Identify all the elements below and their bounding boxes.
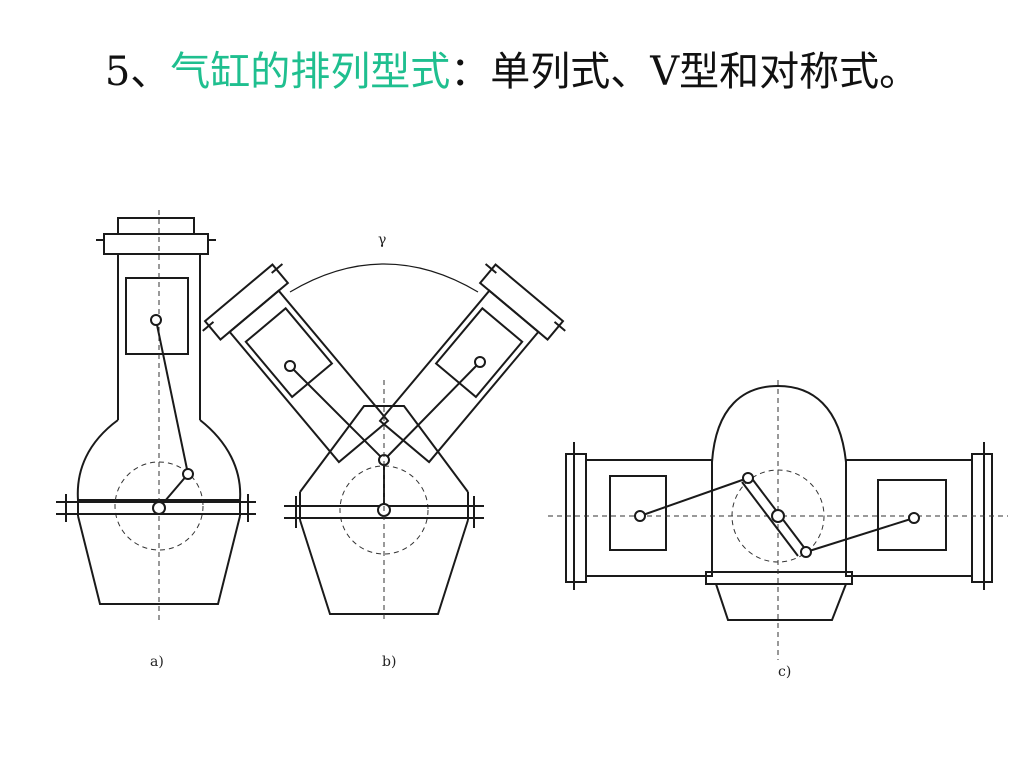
caption-c: c) <box>778 664 791 680</box>
title-rest: ：单列式、V型和对称式。 <box>450 49 920 95</box>
v-type-compressor: γ <box>202 232 566 670</box>
symmetric-compressor: c) <box>548 380 1008 680</box>
cylinder-arrangement-diagram: a) γ <box>56 210 1008 680</box>
title-prefix: 5、 <box>104 49 171 95</box>
caption-a: a) <box>150 654 164 670</box>
title-highlight: 气缸的排列型式 <box>170 49 451 95</box>
caption-b: b) <box>382 654 396 670</box>
single-row-compressor: a) <box>56 210 256 670</box>
slide-title: 5、气缸的排列型式：单列式、V型和对称式。 <box>60 44 964 100</box>
angle-label: γ <box>378 232 386 248</box>
